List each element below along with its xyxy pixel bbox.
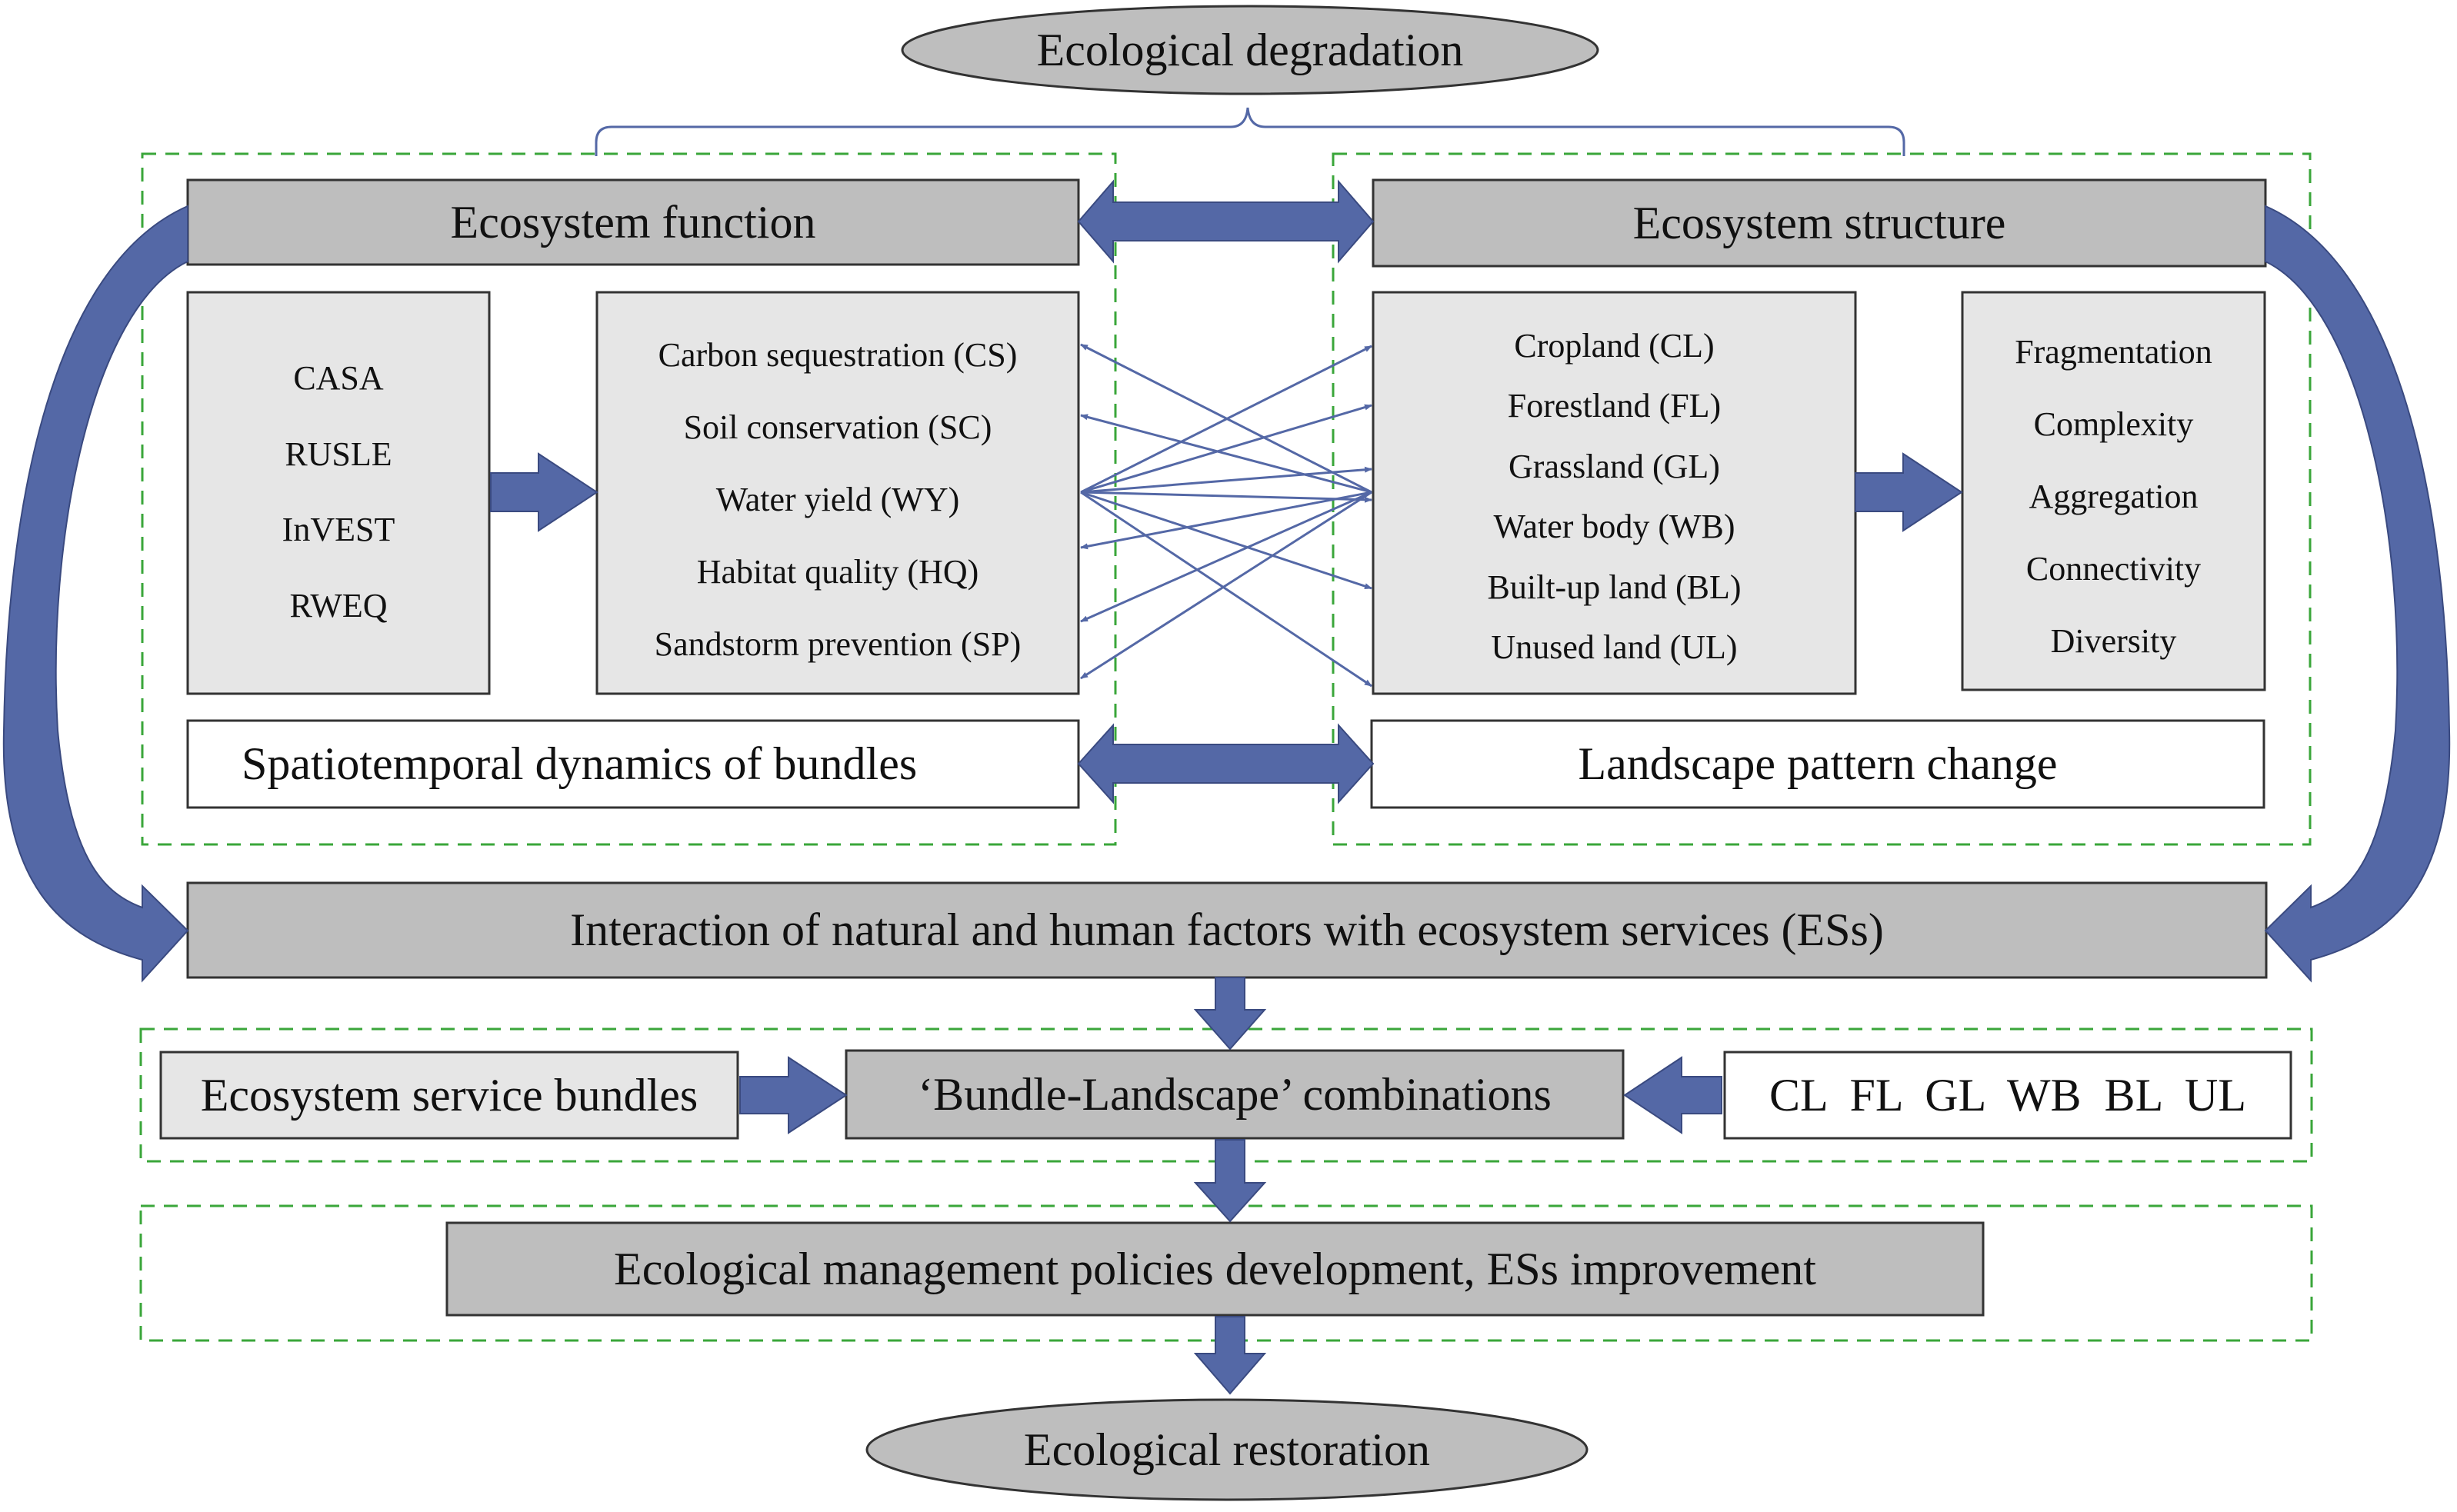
land-type-item: Unused land (UL) — [1491, 628, 1738, 666]
service-item: Soil conservation (SC) — [683, 408, 992, 446]
ecological-restoration-label: Ecological restoration — [1023, 1424, 1431, 1475]
arrow-policy-to-restoration — [1193, 1316, 1267, 1395]
arrow-interaction-to-row — [1193, 977, 1267, 1051]
model-item: RWEQ — [289, 586, 388, 624]
policy-label: Ecological management policies developme… — [614, 1243, 1816, 1294]
metric-item: Aggregation — [2029, 478, 2199, 515]
link-lt-to-sc — [1080, 414, 1372, 494]
landscape-pattern-label: Landscape pattern change — [1578, 738, 2058, 789]
land-type-item: Forestland (FL) — [1507, 387, 1722, 425]
metric-item: Complexity — [2033, 405, 2194, 443]
interaction-box — [186, 881, 2268, 979]
ecosystem-function-title: Ecosystem function — [450, 196, 816, 248]
ecological-degradation-label: Ecological degradation — [1036, 24, 1464, 75]
bundles-label: Ecosystem service bundles — [200, 1069, 698, 1121]
codes-box — [1723, 1051, 2292, 1140]
metrics-list: Fragmentation Complexity Aggregation Con… — [1962, 335, 2265, 658]
dynamics-box — [186, 719, 1080, 809]
bundles-box — [159, 1051, 739, 1140]
function-group-frame — [141, 152, 1117, 846]
link-lt-to-cs — [1080, 343, 1372, 494]
metrics-box — [1961, 291, 2266, 691]
metric-item: Fragmentation — [2015, 333, 2212, 371]
curved-arrow-left — [2, 205, 189, 983]
land-types-list: Cropland (CL) Forestland (FL) Grassland … — [1373, 329, 1855, 664]
link-wy-to-bl — [1080, 491, 1372, 590]
degradation-brace — [595, 107, 1905, 156]
service-item: Water yield (WY) — [715, 481, 960, 518]
link-wy-to-wb — [1080, 491, 1372, 503]
double-arrow-function-structure — [1077, 179, 1375, 264]
landscape-pattern-box — [1370, 719, 2265, 809]
metric-item: Connectivity — [2025, 550, 2202, 588]
policy-box — [445, 1221, 1985, 1317]
land-type-item: Grassland (GL) — [1509, 447, 1720, 485]
link-lt-to-hq — [1080, 491, 1372, 550]
interaction-label: Interaction of natural and human factors… — [570, 904, 1884, 955]
combinations-label: ‘Bundle-Landscape’ combinations — [918, 1068, 1552, 1120]
link-lt-to-dyn — [1080, 491, 1372, 680]
arrow-models-to-services — [490, 452, 598, 532]
service-item: Carbon sequestration (CS) — [658, 336, 1018, 374]
model-item: InVEST — [282, 511, 395, 549]
services-box — [595, 291, 1080, 695]
arrow-codes-to-combinations — [1623, 1056, 1722, 1134]
link-wy-to-ul — [1080, 491, 1372, 688]
dynamics-label: Spatiotemporal dynamics of bundles — [242, 738, 918, 789]
link-wy-to-fl — [1080, 404, 1372, 494]
land-type-item: Cropland (CL) — [1514, 327, 1715, 365]
metric-item: Diversity — [2050, 622, 2177, 660]
arrow-landtypes-to-metrics — [1855, 452, 1963, 532]
combinations-box — [845, 1049, 1625, 1140]
arrow-combinations-to-policy — [1193, 1139, 1267, 1223]
land-codes-label: CL FL GL WB BL UL — [1769, 1069, 2246, 1121]
link-wy-to-gl — [1080, 466, 1372, 494]
model-item: RUSLE — [285, 435, 392, 473]
double-arrow-dynamics-pattern — [1077, 723, 1375, 804]
land-type-item: Water body (WB) — [1493, 508, 1735, 546]
service-item: Habitat quality (HQ) — [696, 553, 979, 591]
model-item: CASA — [293, 359, 384, 397]
ecosystem-structure-title: Ecosystem structure — [1632, 197, 2006, 248]
land-types-box — [1372, 291, 1857, 695]
service-item: Sandstorm prevention (SP) — [654, 625, 1022, 663]
land-type-item: Built-up land (BL) — [1487, 568, 1742, 606]
ecological-restoration-node — [865, 1398, 1589, 1501]
ecological-degradation-node — [901, 5, 1599, 95]
arrow-bundles-to-combinations — [739, 1056, 848, 1134]
curved-arrow-right — [2264, 205, 2451, 983]
link-lt-to-sp — [1080, 491, 1372, 623]
models-box — [186, 291, 491, 695]
models-list: CASA RUSLE InVEST RWEQ — [188, 361, 489, 623]
services-list: Carbon sequestration (CS) Soil conservat… — [597, 338, 1078, 661]
